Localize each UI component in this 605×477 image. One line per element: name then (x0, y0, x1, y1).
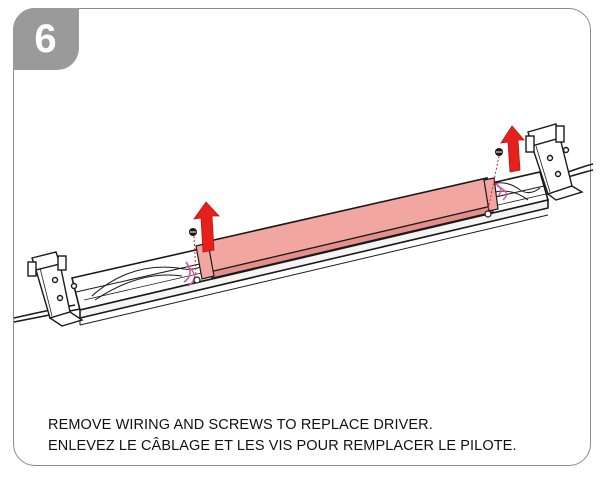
up-arrow-icon (193, 201, 220, 253)
screw-icon (189, 228, 197, 277)
up-arrow-icon (500, 125, 525, 173)
right-cable (567, 163, 594, 173)
screw-hole-left (193, 276, 201, 284)
instruction-line-french: ENLEVEZ LE CÂBLAGE ET LES VIS POUR REMPL… (48, 438, 517, 454)
left-cable-edge (13, 308, 81, 323)
right-cable-edge (567, 169, 594, 178)
step-number-badge: 6 (12, 7, 79, 70)
screw-hole-right (484, 210, 492, 218)
led-driver (195, 177, 499, 280)
instruction-line-english: REMOVE WIRING AND SCREWS TO REPLACE DRIV… (48, 417, 433, 433)
step-number: 6 (34, 16, 57, 61)
mounting-bracket-right (525, 123, 584, 201)
mounting-bracket-left (27, 251, 84, 327)
instructions-text: REMOVE WIRING AND SCREWS TO REPLACE DRIV… (48, 415, 517, 457)
screw-icon (487, 148, 503, 211)
